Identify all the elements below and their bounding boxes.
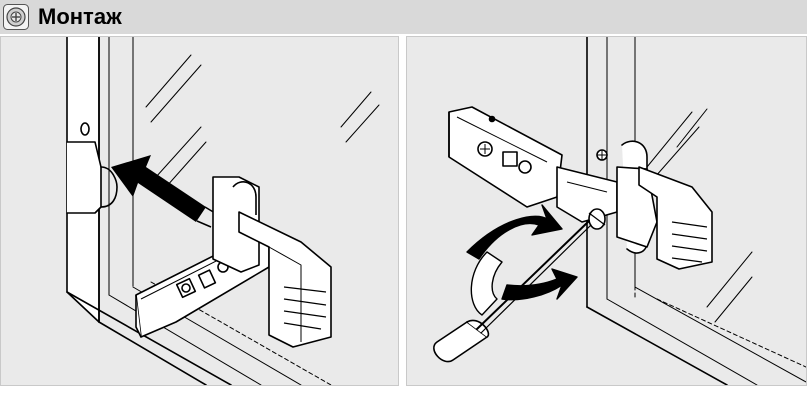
rotate-arrow-icon (466, 204, 578, 316)
push-arrow-icon (111, 155, 216, 228)
hinge-insertion-drawing (66, 37, 380, 385)
screw-tightening-illustration (406, 36, 807, 386)
hinge-insertion-illustration (0, 36, 399, 386)
section-title: Монтаж (38, 4, 122, 29)
screw-tightening-drawing (433, 37, 806, 385)
section-header: Монтаж (0, 0, 807, 36)
screwdriver-badge-icon (3, 4, 29, 30)
